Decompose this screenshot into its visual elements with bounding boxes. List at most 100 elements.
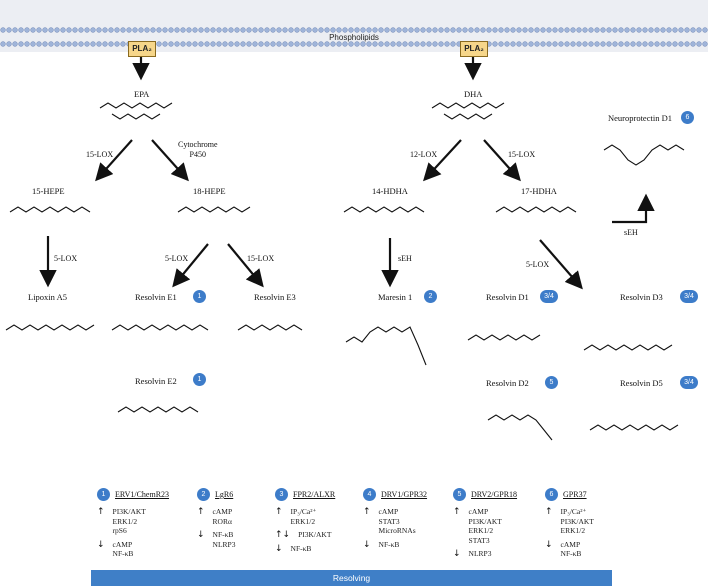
lipid-head — [666, 41, 672, 47]
lipid-head — [612, 41, 618, 47]
lipid-head — [60, 41, 66, 47]
lipid-head — [300, 41, 306, 47]
lipid-head — [426, 27, 432, 33]
structure-17hdha — [495, 206, 577, 213]
lipid-head — [174, 27, 180, 33]
lipid-head — [438, 27, 444, 33]
lipid-head — [246, 41, 252, 47]
arrow-17hdha-rvd — [539, 239, 583, 290]
lipid-head — [240, 27, 246, 33]
lipid-head — [570, 41, 576, 47]
structure-rvd5 — [589, 424, 679, 431]
lipid-head — [462, 27, 468, 33]
badge-resolvin-d1: 3/4 — [540, 290, 558, 303]
arrow-18hepe-rve3 — [227, 243, 264, 288]
lipid-head — [198, 41, 204, 47]
lipid-head — [306, 27, 312, 33]
lipid-head — [228, 27, 234, 33]
up-arrow-icon: ↑ — [97, 507, 105, 517]
lipid-head — [618, 27, 624, 33]
lipid-head — [72, 41, 78, 47]
lipid-head — [492, 27, 498, 33]
lipid-head — [666, 27, 672, 33]
lipid-head — [648, 27, 654, 33]
lipid-head — [168, 27, 174, 33]
signaling-pathway: ERK1/2 — [560, 526, 586, 535]
lipid-head — [432, 41, 438, 47]
lipid-head — [174, 41, 180, 47]
lipid-head — [36, 41, 42, 47]
lipid-head — [114, 41, 120, 47]
lipid-head — [522, 41, 528, 47]
down-arrow-icon: ↓ — [453, 549, 461, 559]
lipid-head — [678, 27, 684, 33]
lipid-head — [648, 41, 654, 47]
lipid-head — [120, 27, 126, 33]
lipid-head — [162, 27, 168, 33]
lipid-head — [336, 27, 342, 33]
lipid-head — [294, 27, 300, 33]
lipid-head — [150, 27, 156, 33]
lipid-head — [534, 27, 540, 33]
lipid-head — [324, 27, 330, 33]
lipid-head — [264, 27, 270, 33]
lipid-head — [216, 27, 222, 33]
lipid-head — [330, 41, 336, 47]
resolving-bar: Resolving — [91, 570, 612, 586]
lipid-head — [384, 27, 390, 33]
lipid-head — [84, 41, 90, 47]
lipid-head — [492, 41, 498, 47]
lipid-head — [144, 27, 150, 33]
signaling-pathway: RORα — [212, 516, 232, 526]
lipid-head — [348, 41, 354, 47]
lipid-head — [414, 41, 420, 47]
structure-rve1 — [111, 324, 209, 331]
down-arrow-icon: ↓ — [197, 530, 205, 540]
pla2-right-enzyme: PLA₂ — [460, 41, 488, 57]
pla2-left-enzyme: PLA₂ — [128, 41, 156, 57]
lipid-head — [180, 27, 186, 33]
lipid-head — [276, 41, 282, 47]
lipid-head — [192, 27, 198, 33]
lipid-head — [420, 41, 426, 47]
lipid-head — [390, 27, 396, 33]
signaling-pathway: NF-κB — [560, 549, 582, 558]
lipid-head — [378, 27, 384, 33]
structure-maresin — [345, 326, 427, 366]
lipid-head — [108, 41, 114, 47]
arrow-epa-15hepe — [95, 139, 133, 182]
lipid-head — [114, 27, 120, 33]
lipid-head — [486, 27, 492, 33]
lipid-head — [702, 41, 708, 47]
lipid-head — [18, 41, 24, 47]
signaling-pathway: cAMP — [560, 539, 581, 549]
receptor-number-badge: 3 — [275, 488, 288, 501]
signaling-pathway: NF-κB — [212, 530, 234, 539]
lipid-head — [186, 27, 192, 33]
badge-resolvin-e1: 1 — [193, 290, 206, 303]
lipid-head — [600, 41, 606, 47]
lipid-head — [630, 41, 636, 47]
lipid-head — [258, 41, 264, 47]
17-hdha-label: 17-HDHA — [521, 186, 557, 196]
signaling-pathway: IP₃/Ca²⁺ — [560, 507, 587, 516]
lipid-head — [288, 27, 294, 33]
neuroprotectin-d1-label: Neuroprotectin D1 — [608, 113, 672, 123]
lipid-head — [498, 27, 504, 33]
lipid-head — [672, 41, 678, 47]
lipid-head — [270, 41, 276, 47]
lipid-head — [54, 27, 60, 33]
lipid-head — [336, 41, 342, 47]
lipid-head — [672, 27, 678, 33]
lipid-head — [216, 41, 222, 47]
14-hdha-label: 14-HDHA — [372, 186, 408, 196]
signaling-pathway: PI3K/AKT — [560, 516, 594, 526]
lipid-head — [246, 27, 252, 33]
epa-label: EPA — [134, 89, 150, 99]
lipid-head — [396, 41, 402, 47]
arrow-dha-14hdha — [423, 139, 462, 182]
lipid-head — [606, 41, 612, 47]
lipid-head — [510, 27, 516, 33]
signaling-pathway: IP₃/Ca²⁺ — [290, 507, 317, 516]
